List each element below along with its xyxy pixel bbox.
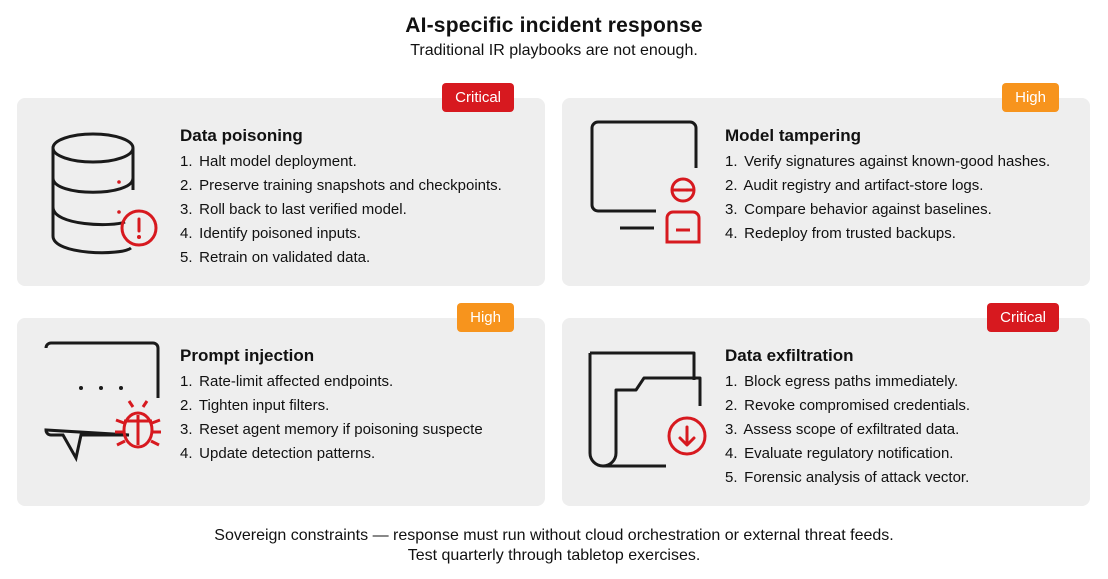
page-title: AI-specific incident response: [405, 14, 703, 37]
list-item: 5. Retrain on validated data.: [180, 249, 371, 266]
list-item: 2. Revoke compromised credentials.: [725, 397, 971, 414]
list-item: 4. Evaluate regulatory notification.: [725, 445, 954, 462]
step-list: 1. Rate-limit affected endpoints. 2. Tig…: [180, 370, 535, 466]
list-item: 1. Halt model deployment.: [180, 153, 357, 170]
severity-badge: High: [1002, 83, 1059, 112]
database-alert-icon: [51, 132, 158, 255]
folder-download-icon: [588, 351, 707, 468]
footer-note: Sovereign constraints — response must ru…: [214, 527, 894, 544]
list-item: 4. Redeploy from trusted backups.: [725, 225, 956, 242]
severity-badge: Critical: [987, 303, 1059, 332]
list-item: 3. Assess scope of exfiltrated data.: [725, 421, 960, 438]
severity-badge: High: [457, 303, 514, 332]
list-item: 2. Tighten input filters.: [180, 397, 330, 414]
page-subtitle: Traditional IR playbooks are not enough.: [410, 42, 698, 59]
step-list: 1. Halt model deployment. 2. Preserve tr…: [180, 150, 535, 270]
list-item: 1. Verify signatures against known-good …: [725, 153, 1051, 170]
card-model-tampering: High Model tampering 1. Verify signature…: [562, 83, 1090, 286]
card-prompt-injection: High Prompt injection 1. Rate-limit affe…: [17, 303, 545, 506]
list-item: 2. Audit registry and artifact-store log…: [725, 177, 984, 194]
list-item: 3. Compare behavior against baselines.: [725, 201, 992, 218]
step-list: 1. Verify signatures against known-good …: [725, 150, 1080, 246]
card-title: Data poisoning: [180, 126, 303, 145]
list-item: 3. Roll back to last verified model.: [180, 201, 407, 218]
card-data-poisoning: Critical Data poisoning 1. Halt model de…: [17, 83, 545, 286]
footer-note-secondary: Test quarterly through tabletop exercise…: [407, 547, 701, 564]
chat-bug-icon: [44, 341, 161, 463]
card-data-exfiltration: Critical Data exfiltration 1. Block egre…: [562, 303, 1090, 506]
list-item: 1. Rate-limit affected endpoints.: [180, 373, 394, 390]
step-list: 1. Block egress paths immediately. 2. Re…: [725, 370, 1080, 490]
card-title: Data exfiltration: [725, 346, 854, 365]
list-item: 1. Block egress paths immediately.: [725, 373, 959, 390]
list-item: 4. Update detection patterns.: [180, 445, 376, 462]
list-item: 2. Preserve training snapshots and check…: [180, 177, 502, 194]
list-item: 3. Reset agent memory if poisoning suspe…: [180, 421, 483, 438]
list-item: 4. Identify poisoned inputs.: [180, 225, 361, 242]
list-item: 5. Forensic analysis of attack vector.: [725, 469, 970, 486]
card-title: Model tampering: [725, 126, 862, 145]
card-title: Prompt injection: [180, 346, 315, 365]
monitor-hacker-icon: [590, 120, 701, 244]
severity-badge: Critical: [442, 83, 514, 112]
